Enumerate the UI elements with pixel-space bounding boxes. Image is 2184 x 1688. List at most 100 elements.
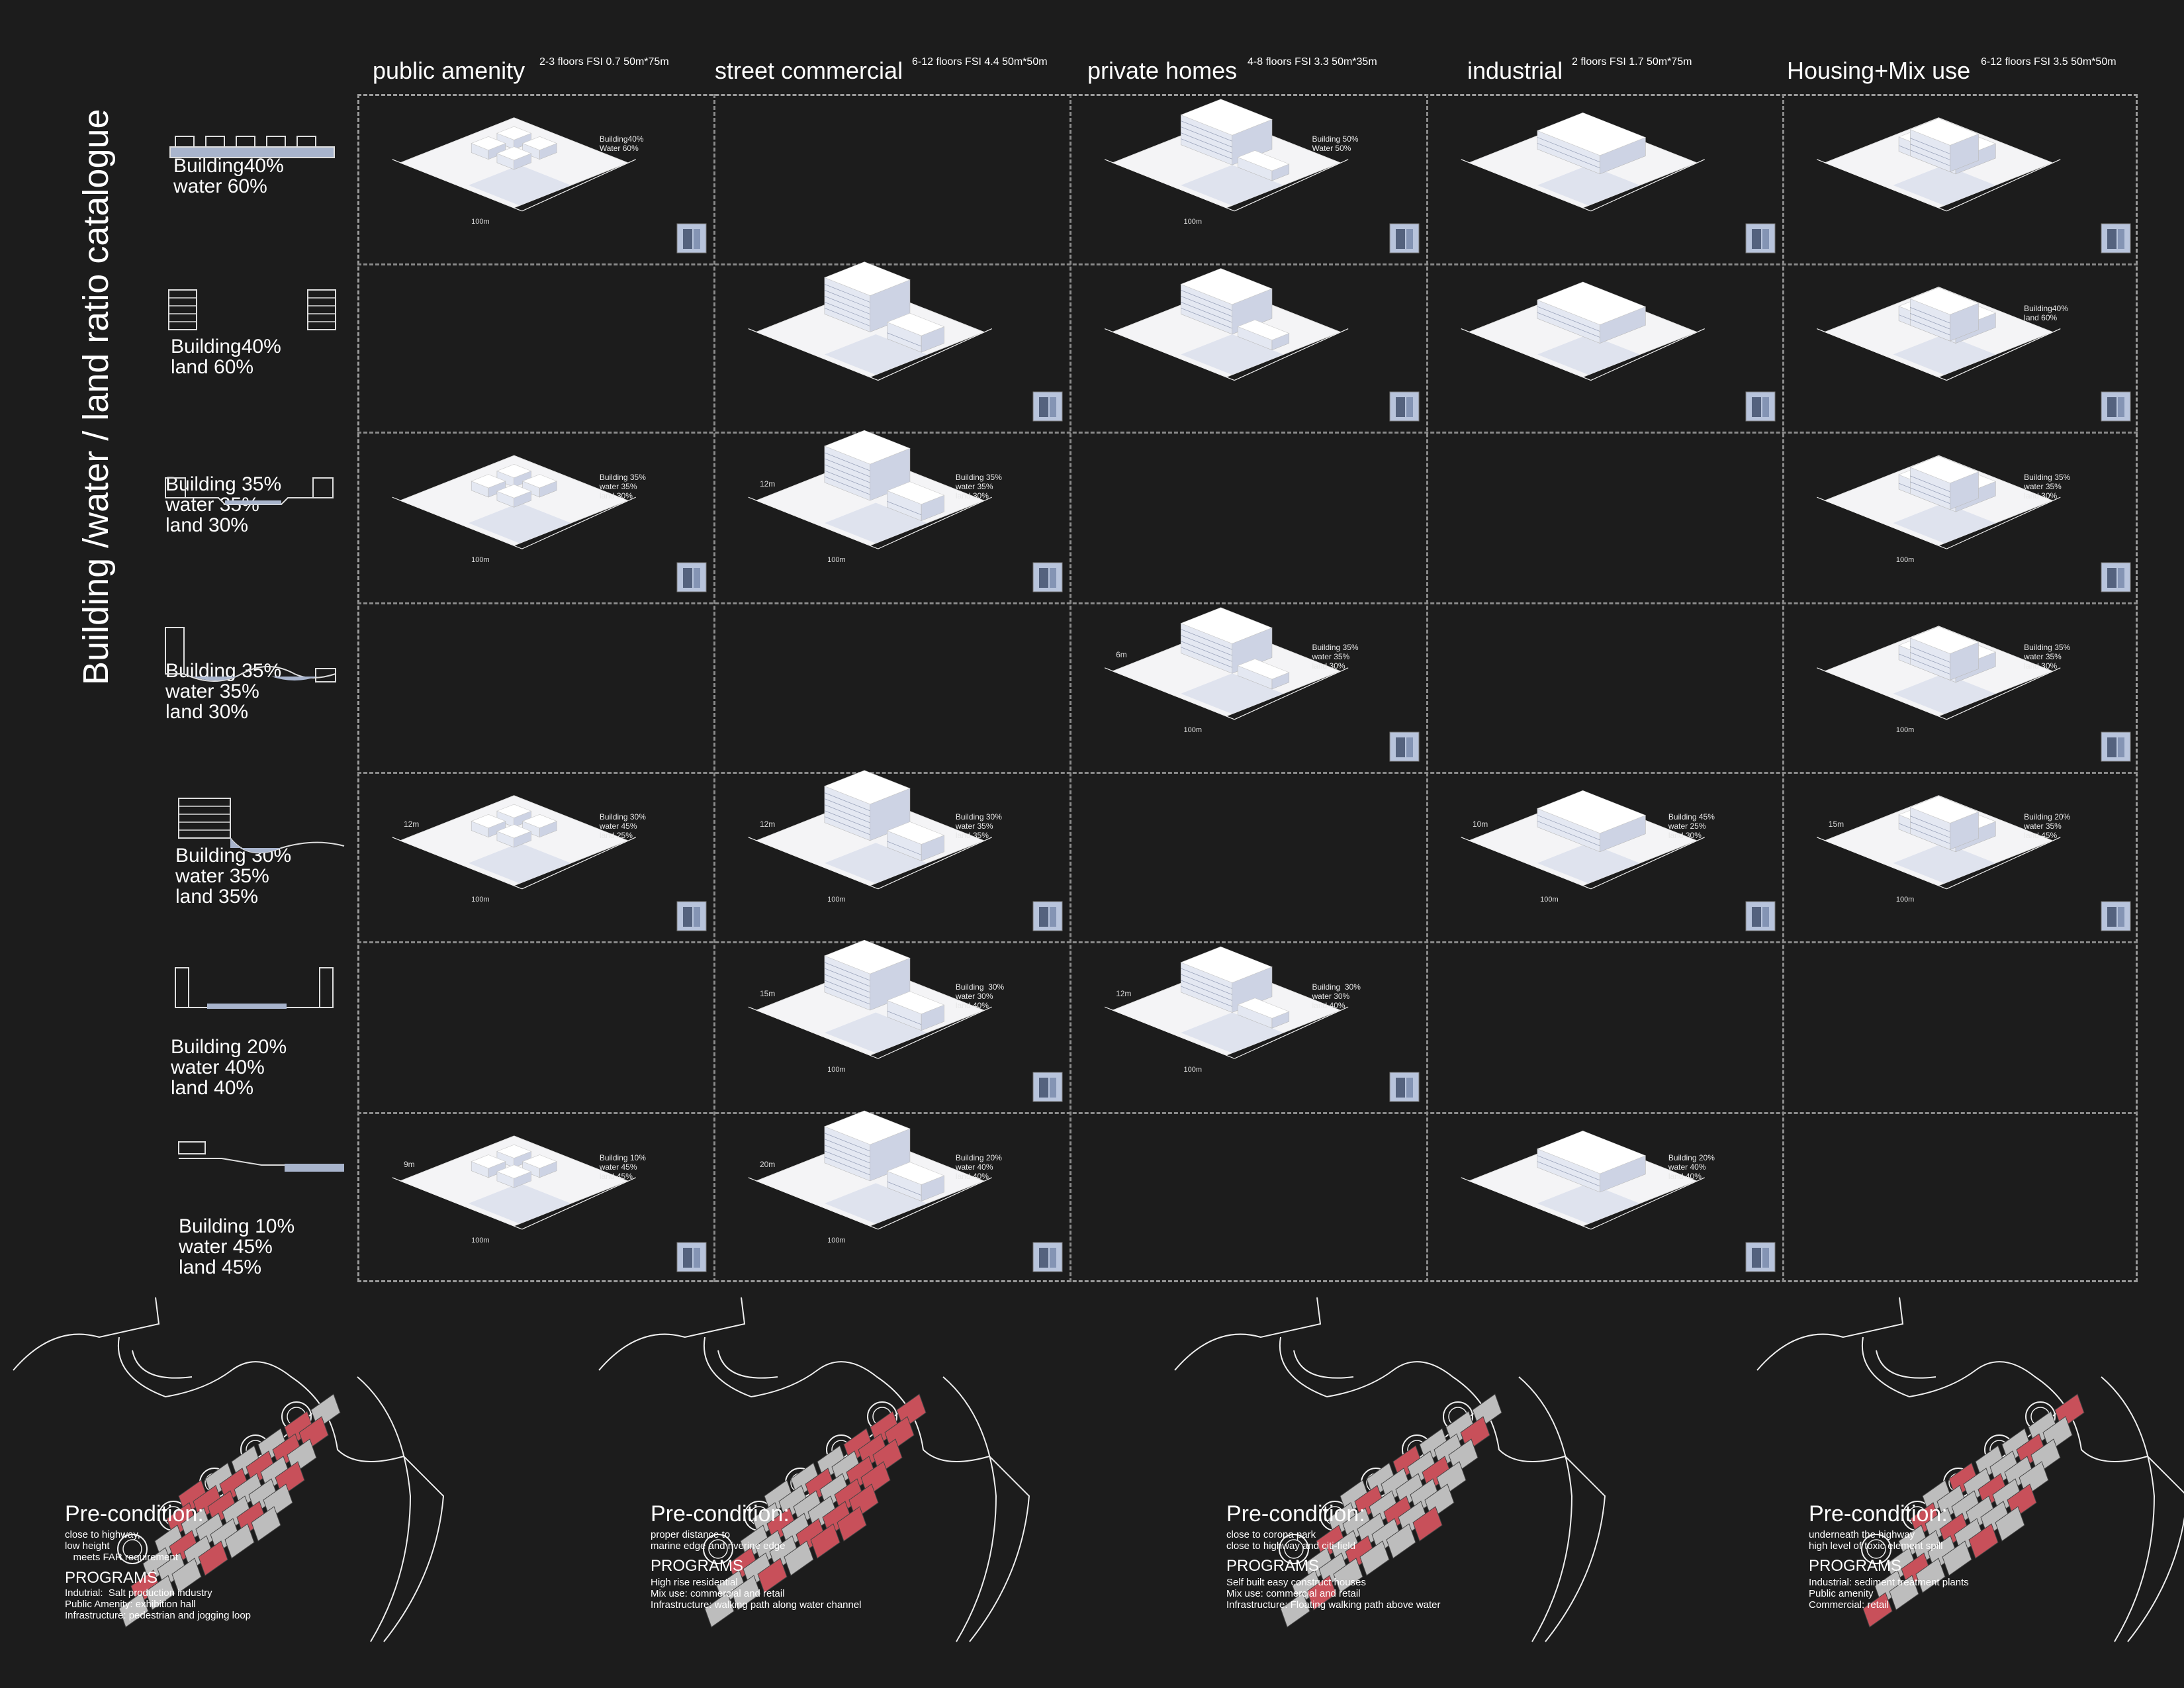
cell-ratio-label: Building 35% water 35% land 30% bbox=[1312, 643, 1359, 671]
massing-model bbox=[392, 1135, 707, 1272]
dimension-label: 100m bbox=[471, 1236, 490, 1244]
height-tag: 12m bbox=[403, 819, 420, 829]
cell-ratio-label: Building 20% water 35% land 45% bbox=[2024, 812, 2071, 841]
precondition-text: close to corona park close to highway an… bbox=[1226, 1529, 1356, 1552]
grid-divider-horizontal bbox=[357, 602, 2138, 604]
height-tag: 20m bbox=[759, 1159, 776, 1169]
grid-divider-vertical bbox=[1426, 94, 1428, 1282]
dimension-label: 100m bbox=[471, 895, 490, 904]
height-tag: 12m bbox=[759, 479, 776, 489]
massing-model bbox=[392, 455, 707, 592]
cell-ratio-label: Building 30% water 30% land 40% bbox=[955, 982, 1005, 1010]
massing-model bbox=[1817, 626, 2131, 762]
programs-title: PROGRAMS bbox=[651, 1557, 744, 1575]
column-name: private homes bbox=[1087, 57, 1238, 84]
section-diagram bbox=[165, 477, 334, 505]
dimension-label: 100m bbox=[827, 1066, 846, 1074]
height-tag: 12m bbox=[759, 819, 776, 829]
column-specs: 6-12 floors FSI 4.4 50m*50m bbox=[912, 56, 1048, 68]
massing-model bbox=[1817, 795, 2131, 931]
massing-model bbox=[1817, 455, 2131, 592]
programs-title: PROGRAMS bbox=[1809, 1557, 1902, 1575]
precondition-title: Pre-condition: bbox=[651, 1501, 790, 1526]
section-diagram bbox=[178, 1141, 344, 1172]
cell-ratio-label: Building 45% water 25% land 30% bbox=[1668, 812, 1715, 841]
cell-ratio-label: Building 20% water 40% land 40% bbox=[1668, 1152, 1715, 1181]
programs-text: High rise residential Mix use: commercia… bbox=[651, 1577, 862, 1611]
cell-ratio-label: Building 10% water 45% land 45% bbox=[599, 1152, 646, 1181]
grid-divider-vertical bbox=[1782, 94, 1784, 1282]
grid-divider-vertical bbox=[1069, 94, 1071, 1282]
dimension-label: 100m bbox=[1183, 217, 1202, 226]
dimension-label: 100m bbox=[1183, 726, 1202, 734]
precondition-text: close to highway, low height meets FAR r… bbox=[65, 1529, 178, 1563]
massing-model bbox=[1104, 268, 1420, 422]
column-name: industrial bbox=[1467, 57, 1563, 84]
column-specs: 2-3 floors FSI 0.7 50m*75m bbox=[539, 56, 669, 68]
height-tag: 12m bbox=[1116, 989, 1132, 999]
height-tag: 15m bbox=[1828, 819, 1844, 829]
dimension-label: 100m bbox=[827, 895, 846, 904]
massing-model bbox=[1461, 1131, 1776, 1272]
cell-ratio-label: Building 35% water 35% land 30% bbox=[599, 472, 646, 500]
site-map bbox=[1174, 1297, 1606, 1642]
dimension-label: 100m bbox=[1540, 895, 1559, 904]
height-tag: 9m bbox=[403, 1159, 415, 1169]
cell-ratio-label: Building 20% water 40% land 40% bbox=[955, 1152, 1002, 1181]
programs-text: Industrial: sediment treatment plants Pu… bbox=[1809, 1577, 1969, 1611]
height-tag: 15m bbox=[759, 989, 776, 999]
grid-divider-horizontal bbox=[357, 263, 2138, 265]
massing-model bbox=[1104, 946, 1420, 1102]
grid-divider-vertical bbox=[713, 94, 715, 1282]
site-map bbox=[598, 1297, 1030, 1642]
row-label: Building 10% water 45% land 45% bbox=[179, 1215, 295, 1278]
cell-ratio-label: Building 30% water 35% land 35% bbox=[955, 812, 1002, 841]
programs-title: PROGRAMS bbox=[65, 1569, 158, 1587]
programs-text: Indutrial: Salt production industry Publ… bbox=[65, 1587, 251, 1621]
massing-model bbox=[1461, 281, 1776, 422]
massing-model bbox=[392, 795, 707, 931]
precondition-title: Pre-condition: bbox=[65, 1501, 204, 1526]
dimension-label: 100m bbox=[1895, 726, 1915, 734]
catalogue-title: Building /water / land ratio catalogue bbox=[76, 109, 116, 685]
grid-divider-horizontal bbox=[357, 941, 2138, 943]
site-map bbox=[1756, 1297, 2184, 1642]
cell-ratio-label: Building40% land 60% bbox=[2024, 303, 2068, 322]
dimension-label: 100m bbox=[1183, 1066, 1202, 1074]
precondition-title: Pre-condition: bbox=[1809, 1501, 1948, 1526]
cell-ratio-label: Building 35% water 35% land 30% bbox=[955, 472, 1002, 500]
massing-model bbox=[1104, 607, 1420, 762]
programs-title: PROGRAMS bbox=[1226, 1557, 1320, 1575]
massing-model bbox=[748, 1110, 1063, 1272]
massing-model bbox=[1817, 117, 2131, 254]
massing-model bbox=[748, 430, 1063, 592]
precondition-text: underneath the highway high level of tox… bbox=[1809, 1529, 1943, 1552]
dimension-label: 100m bbox=[1895, 895, 1915, 904]
massing-model bbox=[748, 939, 1063, 1102]
programs-text: Self built easy construct houses Mix use… bbox=[1226, 1577, 1441, 1611]
cell-ratio-label: Building 50% Water 50% bbox=[1312, 134, 1359, 154]
precondition-text: proper distance to marine edge and river… bbox=[651, 1529, 786, 1552]
precondition-title: Pre-condition: bbox=[1226, 1501, 1365, 1526]
section-diagram bbox=[169, 136, 335, 158]
grid-divider-horizontal bbox=[357, 1112, 2138, 1114]
grid-divider-horizontal bbox=[357, 432, 2138, 434]
row-label: Building 20% water 40% land 40% bbox=[171, 1036, 287, 1099]
massing-model bbox=[1104, 99, 1420, 254]
column-name: Housing+Mix use bbox=[1787, 57, 1971, 84]
column-specs: 2 floors FSI 1.7 50m*75m bbox=[1572, 56, 1692, 68]
massing-model bbox=[748, 770, 1063, 931]
dimension-label: 100m bbox=[827, 556, 846, 565]
massing-model bbox=[1461, 112, 1776, 254]
section-diagram bbox=[175, 967, 334, 1009]
cell-ratio-label: Building 35% water 35% land 30% bbox=[2024, 472, 2071, 500]
row-label: Building40% water 60% bbox=[173, 155, 284, 197]
column-specs: 4-8 floors FSI 3.3 50m*35m bbox=[1248, 56, 1377, 68]
catalogue-grid bbox=[357, 94, 2138, 1282]
row-label: Building 30% water 35% land 35% bbox=[175, 845, 292, 908]
cell-ratio-label: Building 30% water 45% land 25% bbox=[599, 812, 646, 841]
site-map bbox=[13, 1297, 445, 1642]
section-diagram bbox=[178, 798, 345, 854]
cell-ratio-label: Building 30% water 30% land 40% bbox=[1312, 982, 1361, 1010]
cell-ratio-label: Building40% Water 60% bbox=[599, 134, 644, 154]
